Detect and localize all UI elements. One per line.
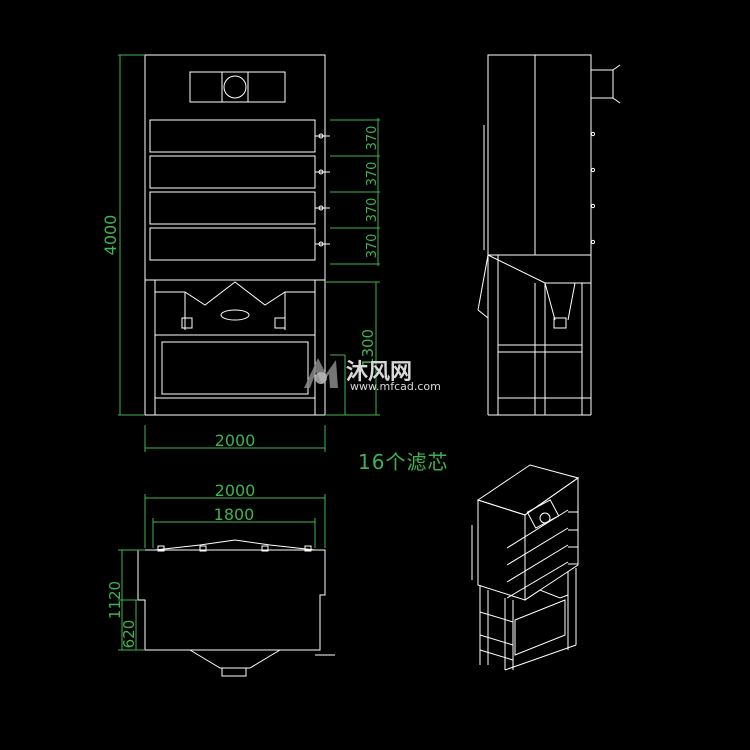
front-height-label: 4000 xyxy=(101,215,120,256)
top-view: 2000 1800 1120 620 xyxy=(106,481,335,677)
front-drawer-3 xyxy=(149,191,316,225)
top-depth-label: 1120 xyxy=(106,581,124,619)
iso-top-face xyxy=(476,464,580,516)
filter-count-caption: 16个滤芯 xyxy=(358,450,449,474)
top-inner-width-label: 1800 xyxy=(214,505,255,524)
isometric-view xyxy=(471,464,580,671)
drawer-dim-2: 370 xyxy=(365,162,380,187)
front-view: 4000 2000 370 370 370 370 1300 xyxy=(101,54,380,452)
watermark: 沐风网 www.mfcad.com xyxy=(298,352,458,396)
front-hopper xyxy=(155,281,315,306)
front-drawer-2 xyxy=(149,155,316,189)
front-lower-frame xyxy=(144,279,326,416)
watermark-logo-icon xyxy=(304,358,338,388)
front-collection-bin xyxy=(161,341,309,395)
front-width-label: 2000 xyxy=(215,431,256,450)
watermark-title: 沐风网 xyxy=(346,360,413,385)
side-hopper xyxy=(487,254,591,284)
front-drawer-1 xyxy=(149,119,316,153)
top-hopper-outlet xyxy=(189,649,281,669)
drawer-dim-1: 370 xyxy=(365,126,380,151)
front-drawer-4 xyxy=(149,227,316,261)
front-drawer-handles xyxy=(315,133,330,247)
side-cabinet-body xyxy=(487,54,592,256)
side-view xyxy=(477,54,621,416)
front-lower-label: 1300 xyxy=(359,329,377,367)
top-outer-width-label: 2000 xyxy=(215,481,256,500)
watermark-url: www.mfcad.com xyxy=(350,380,441,393)
top-inner-depth-label: 620 xyxy=(120,620,138,649)
front-vent-fan xyxy=(223,75,247,99)
side-outlet xyxy=(590,69,614,99)
iso-side-face xyxy=(524,477,579,601)
drawer-dim-4: 370 xyxy=(365,234,380,259)
front-cabinet-body xyxy=(144,54,326,281)
side-handles xyxy=(590,131,596,245)
top-outline xyxy=(137,549,326,651)
iso-front-face xyxy=(477,499,526,601)
drawer-dim-3: 370 xyxy=(365,198,380,223)
front-vent-box xyxy=(189,71,286,103)
